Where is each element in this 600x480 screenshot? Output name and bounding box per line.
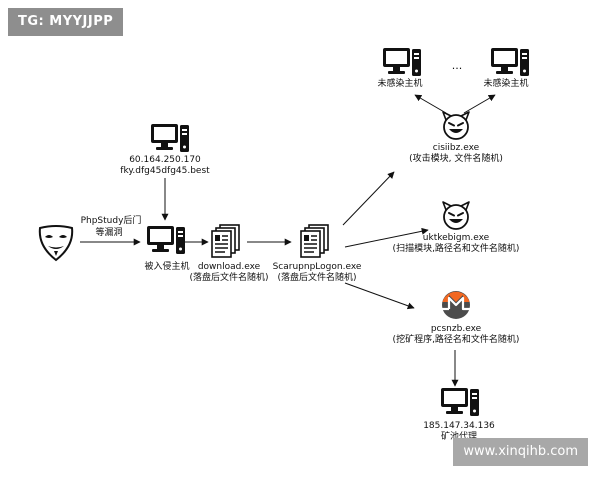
edge-scarupnp-to-pcsnzb bbox=[344, 282, 415, 310]
attack-vector-label-2: 等漏洞 bbox=[95, 228, 123, 238]
document-icon bbox=[211, 224, 240, 258]
pcsnzb-exe-label: pcsnzb.exe bbox=[430, 324, 482, 334]
computer-icon bbox=[383, 48, 421, 76]
edge-scarupnp-to-uktkebigm bbox=[344, 227, 429, 248]
computer-icon bbox=[441, 388, 479, 416]
c2-server-ip: 60.164.250.170 bbox=[129, 155, 201, 165]
download-exe-label: download.exe bbox=[197, 262, 261, 272]
document-icon bbox=[300, 224, 329, 258]
victim-label: 被入侵主机 bbox=[144, 262, 190, 272]
devil-icon bbox=[442, 201, 470, 230]
uktkebigm-exe-label: uktkebigm.exe bbox=[422, 233, 490, 243]
scarupnp-exe-note: (落盘后文件名随机) bbox=[277, 273, 357, 283]
anonymous-mask-icon bbox=[38, 225, 74, 261]
watermark-bottom: www.xinqihb.com bbox=[453, 438, 588, 466]
mining-proxy-label: 矿池代理 bbox=[440, 432, 478, 442]
watermark-top: TG: MYYJJPP bbox=[8, 8, 124, 36]
edge-cisiibz-to-uninfected-right bbox=[463, 94, 496, 114]
computer-icon bbox=[151, 124, 189, 152]
download-exe-note: (落盘后文件名随机) bbox=[189, 273, 269, 283]
uktkebigm-exe-note: (扫描模块,路径名和文件名随机) bbox=[392, 244, 520, 254]
scarupnp-exe-label: ScarupnpLogon.exe bbox=[272, 262, 362, 272]
cisiibz-exe-note: (攻击模块, 文件名随机) bbox=[409, 154, 503, 164]
cisiibz-exe-label: cisiibz.exe bbox=[432, 143, 480, 153]
edge-cisiibz-to-uninfected-left bbox=[414, 94, 447, 114]
computer-icon bbox=[491, 48, 529, 76]
ellipsis: ... bbox=[451, 59, 463, 72]
c2-server-domain: fky.dfg45dfg45.best bbox=[120, 166, 210, 176]
monero-icon bbox=[442, 291, 470, 319]
attack-vector-label: PhpStudy后门 bbox=[80, 216, 142, 226]
mining-proxy-ip: 185.147.34.136 bbox=[423, 421, 495, 431]
computer-icon bbox=[147, 226, 185, 254]
pcsnzb-exe-note: (挖矿程序,路径名和文件名随机) bbox=[392, 335, 520, 345]
devil-icon bbox=[442, 111, 470, 140]
uninfected-host-left-label: 未感染主机 bbox=[377, 79, 423, 89]
flow-edges bbox=[80, 94, 496, 387]
edge-scarupnp-to-cisiibz bbox=[342, 171, 395, 226]
uninfected-host-right-label: 未感染主机 bbox=[483, 79, 529, 89]
